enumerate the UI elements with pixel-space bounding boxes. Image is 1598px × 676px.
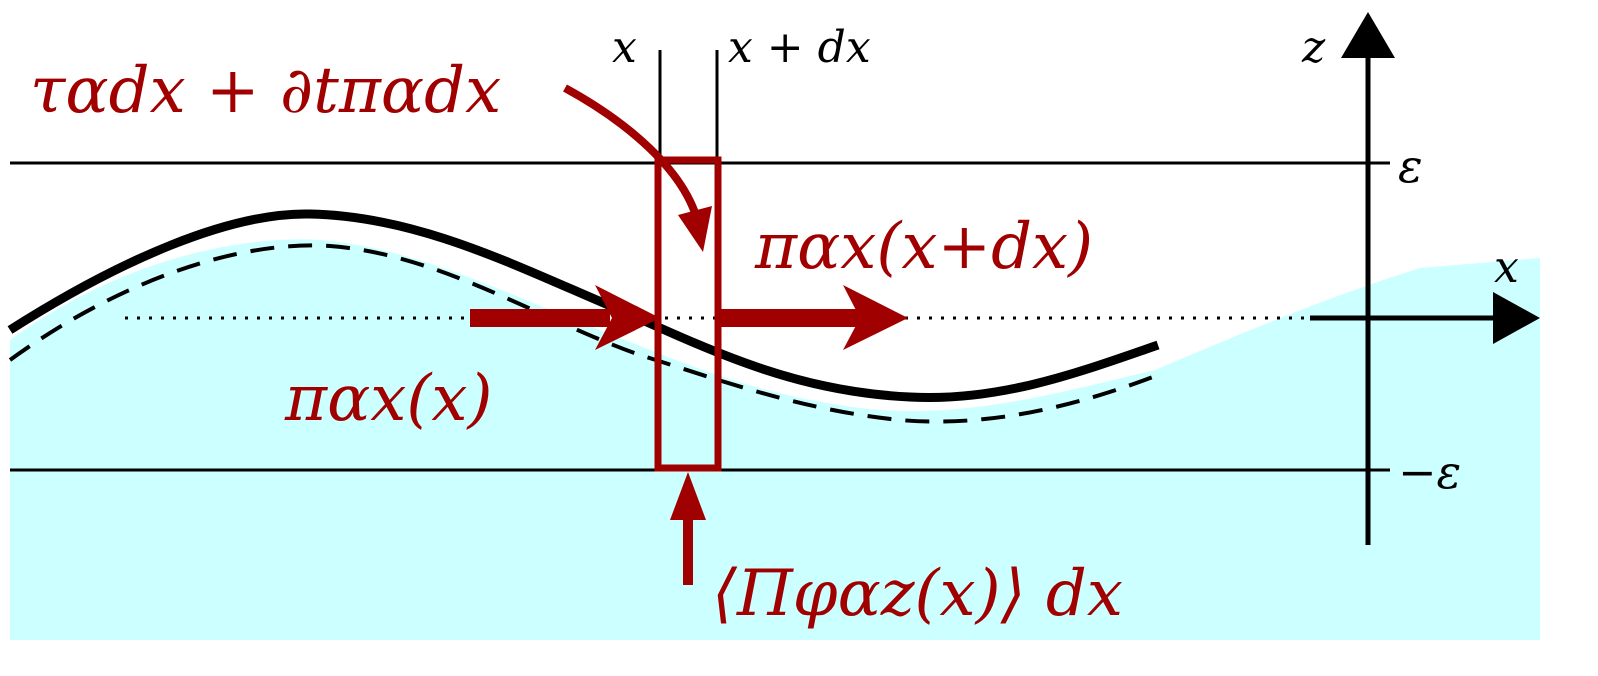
- label-eps-top: ε: [1398, 139, 1423, 193]
- label-flux-left: παx(x): [284, 362, 492, 436]
- label-x-axis: x: [1494, 242, 1519, 293]
- dashed-interface: [8, 243, 1159, 424]
- x-axis-arrowhead: [1493, 292, 1540, 344]
- top-flux-curved-arrow: [563, 84, 704, 233]
- label-top-flux: ταdx + ∂tπαdx: [30, 54, 501, 128]
- label-x-right: x + dx: [728, 22, 871, 73]
- fluid-region: [10, 239, 1540, 640]
- z-axis-arrowhead: [1341, 12, 1395, 58]
- flux-bottom-arrow-head: [670, 472, 706, 520]
- flux-left-arrow-head: [595, 285, 660, 350]
- top-flux-curved-arrow-head: [678, 206, 712, 252]
- label-eps-bottom: −ε: [1398, 445, 1461, 499]
- label-flux-right: παx(x+dx): [754, 210, 1093, 284]
- label-z-axis: z: [1301, 22, 1326, 73]
- flux-right-arrow-head: [843, 285, 908, 350]
- label-bottom-flux: ⟨Πφαz(x)⟩ dx: [712, 557, 1123, 631]
- label-x-left: x: [612, 22, 637, 73]
